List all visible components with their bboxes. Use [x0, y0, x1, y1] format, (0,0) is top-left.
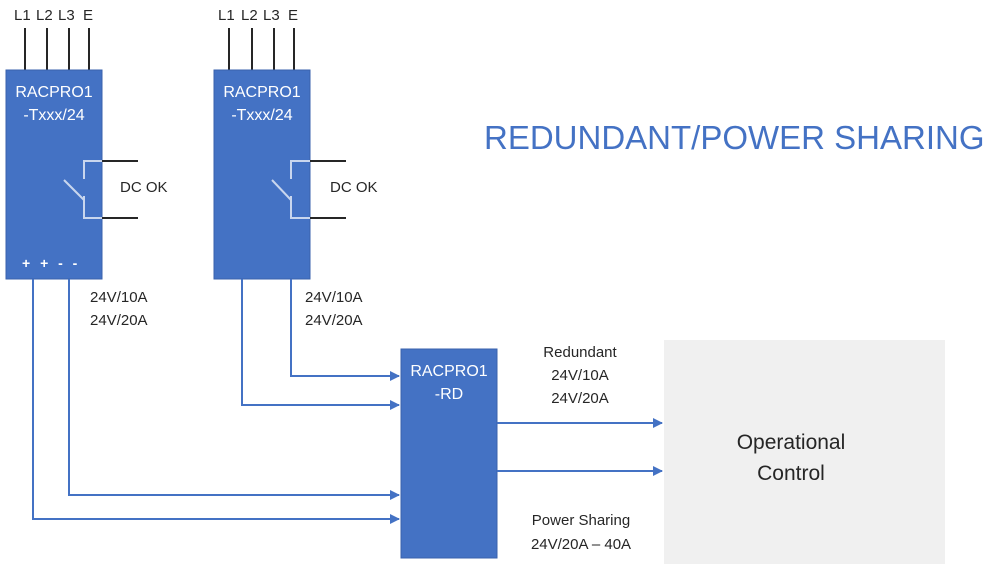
relay-switch-icon	[63, 160, 138, 219]
operational-control-load: Operational Control	[664, 340, 945, 564]
psu-module-2: L1 L2 L3 E RACPRO1 -Txxx/24 DC OK 24V/10…	[213, 7, 378, 329]
redundancy-module-model: -RD	[435, 386, 463, 403]
wire-psu2-to-rd-1	[290, 279, 400, 381]
power-sharing-label: Power Sharing	[532, 512, 630, 529]
pin-label-e: E	[83, 7, 93, 24]
redundancy-module-body	[400, 348, 498, 559]
wire-psu2-to-rd-2	[241, 279, 400, 410]
pin-label-l3: L3	[263, 7, 280, 24]
wire-psu1-to-rd-2	[32, 279, 400, 524]
operational-control-box	[664, 340, 945, 564]
operational-control-line2: Control	[757, 462, 825, 485]
redundancy-module: RACPRO1 -RD	[400, 348, 498, 559]
dc-ok-label: DC OK	[120, 179, 168, 196]
psu-module-name: RACPRO1	[15, 84, 92, 101]
dc-wiring	[32, 279, 400, 524]
pin-label-l1: L1	[218, 7, 235, 24]
operational-control-line1: Operational	[737, 431, 846, 454]
psu-module-model: -Txxx/24	[231, 107, 292, 124]
psu-module-model: -Txxx/24	[23, 107, 84, 124]
output-terminals-label: + + - -	[22, 255, 80, 271]
redundant-rating-20a: 24V/20A	[551, 390, 609, 407]
psu-module-body	[5, 69, 103, 280]
pin-label-l2: L2	[36, 7, 53, 24]
psu-rating-10a: 24V/10A	[90, 289, 148, 306]
dc-ok-label: DC OK	[330, 179, 378, 196]
redundant-label: Redundant	[543, 344, 617, 361]
relay-switch-icon	[271, 160, 346, 219]
psu-rating-20a: 24V/20A	[305, 312, 363, 329]
diagram-title: REDUNDANT/POWER SHARING	[484, 119, 985, 156]
psu-rating-10a: 24V/10A	[305, 289, 363, 306]
psu-rating-20a: 24V/20A	[90, 312, 148, 329]
redundancy-module-name: RACPRO1	[410, 363, 487, 380]
power-sharing-rating: 24V/20A – 40A	[531, 536, 631, 553]
psu-module-name: RACPRO1	[223, 84, 300, 101]
psu-module-body	[213, 69, 311, 280]
pin-label-l3: L3	[58, 7, 75, 24]
pin-label-l1: L1	[14, 7, 31, 24]
pin-label-e: E	[288, 7, 298, 24]
output-wiring	[497, 418, 663, 476]
pin-label-l2: L2	[241, 7, 258, 24]
wire-psu1-to-rd-1	[68, 279, 400, 500]
psu-module-1: L1 L2 L3 E RACPRO1 -Txxx/24 DC OK + + - …	[5, 7, 168, 329]
redundant-rating-10a: 24V/10A	[551, 367, 609, 384]
